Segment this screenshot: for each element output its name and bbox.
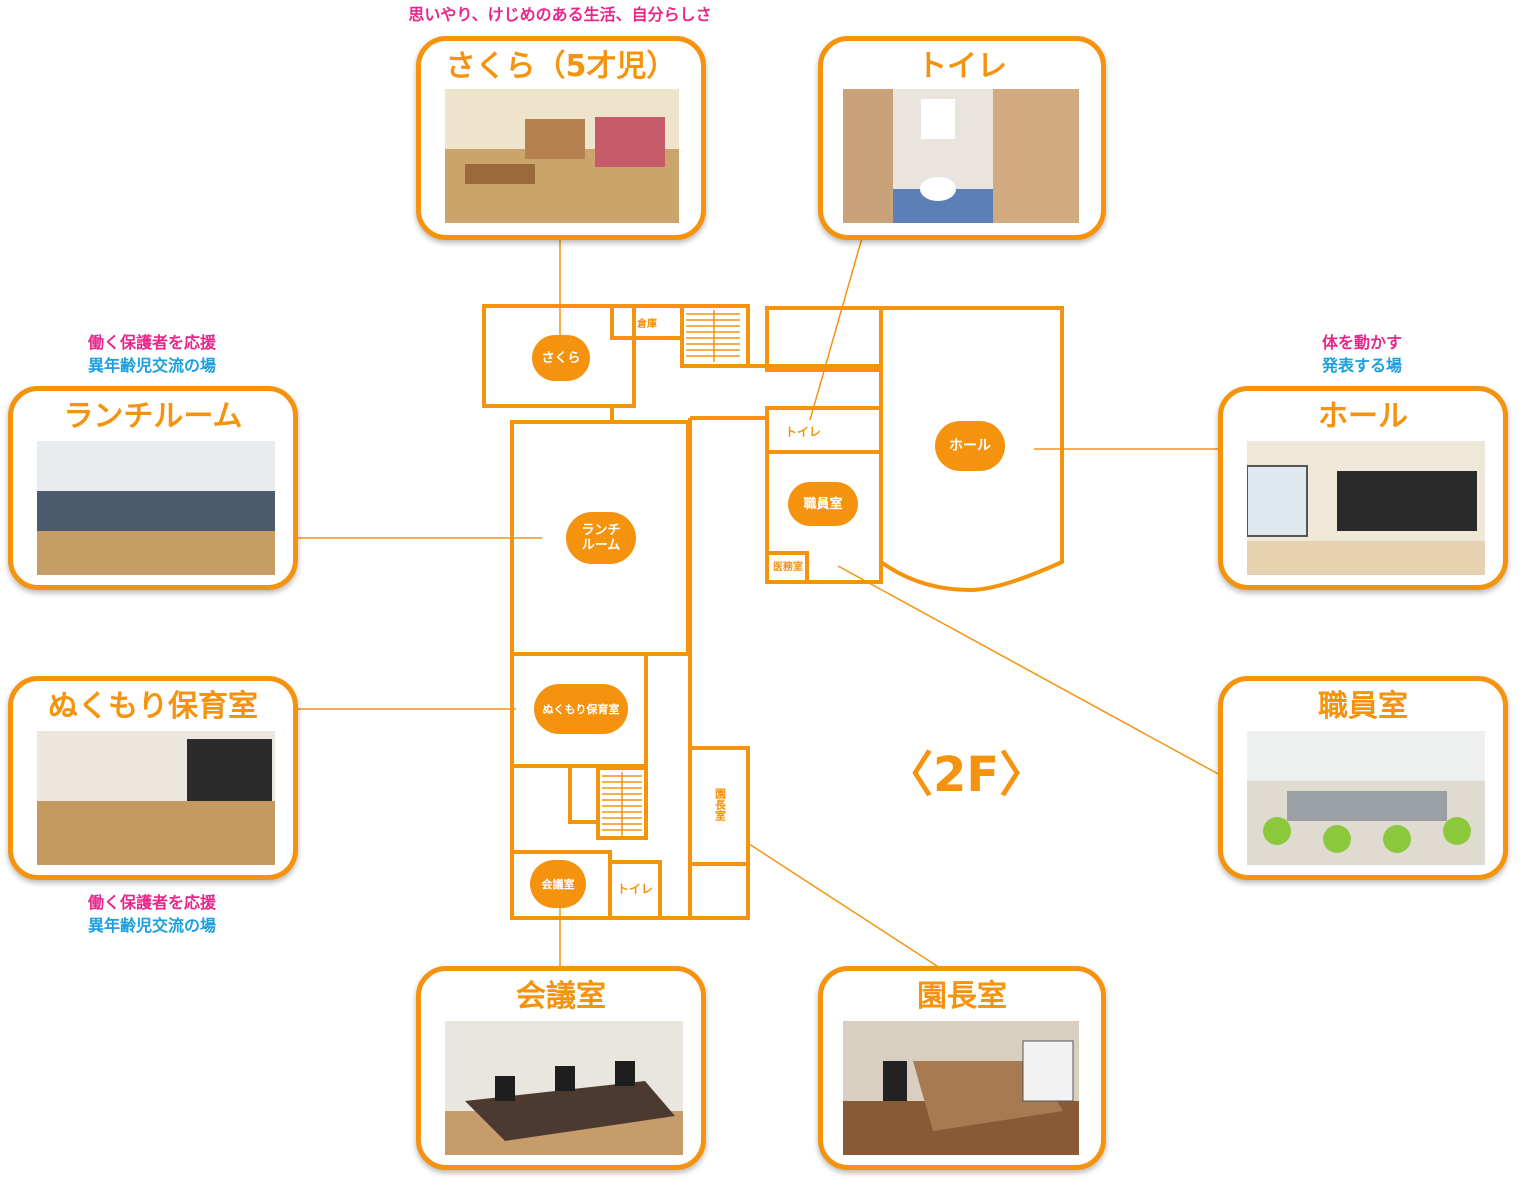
plan-room-hall [879,306,1064,593]
card-title-nukumori: ぬくもり保育室 [48,689,258,724]
card-title-meeting: 会議室 [516,979,606,1014]
card-nukumori: ぬくもり保育室 [8,676,298,880]
plan-label-lunch-line1: ランチ [581,523,621,538]
photo-hall [1247,441,1485,575]
connector-principal [745,841,941,969]
plan-label-clinic: 医務室 [773,561,803,573]
plan-label-storage: 倉庫 [637,318,657,330]
card-staff: 職員室 [1218,676,1508,880]
plan-label-meeting: 会議室 [530,860,586,908]
card-hall: ホール [1218,386,1508,590]
card-title-lunch: ランチルーム [63,399,243,434]
caption-hall-line1: 体を動かす [1321,333,1402,352]
card-title-sakura: さくら（5才児） [445,49,677,84]
card-sakura: さくら（5才児） [416,36,706,240]
photo-toilet [843,89,1079,223]
card-title-principal: 園長室 [917,979,1007,1014]
connector-toilet [809,237,863,421]
plan-label-toilet-upper: トイレ [784,424,821,439]
caption-nukumori-line1: 働く保護者を応援 [87,893,216,912]
caption-sakura: 思いやり、けじめのある生活、自分らしさ [408,5,712,24]
plan-label-principal: 園長室 [713,787,727,821]
caption-nukumori-line2: 異年齢児交流の場 [87,916,216,935]
photo-lunch [37,441,275,575]
card-meeting: 会議室 [416,966,706,1170]
plan-label-sakura: さくら [532,335,590,381]
photo-meeting [445,1021,683,1155]
plan-label-toilet-lower: トイレ [616,881,653,896]
plan-room-toilet-lower [608,860,662,920]
caption-hall-line2: 発表する場 [1321,356,1402,375]
plan-room-sakura [482,304,636,408]
photo-sakura [445,89,679,223]
plan-stairs-upper [680,304,750,368]
plan-room-upper-right [765,306,883,372]
photo-principal [843,1021,1079,1155]
floor-label: 〈2F〉 [885,747,1048,803]
photo-nukumori [37,731,275,865]
plan-label-nukumori: ぬくもり保育室 [534,684,628,734]
card-title-toilet: トイレ [917,49,1007,84]
connector-staff [837,565,1223,777]
card-principal: 園長室 [818,966,1106,1170]
caption-lunch-line1: 働く保護者を応援 [87,333,216,352]
plan-room-clinic [765,551,809,584]
plan-label-hall: ホール [935,421,1005,471]
plan-room-nukumori [510,652,648,768]
card-title-hall: ホール [1318,399,1408,434]
caption-lunch-line2: 異年齢児交流の場 [87,356,216,375]
card-lunch: ランチルーム [8,386,298,590]
photo-staff [1247,731,1485,865]
plan-label-lunch-line2: ルーム [581,538,621,553]
card-toilet: トイレ [818,36,1106,240]
card-title-staff: 職員室 [1318,689,1408,724]
plan-label-lunch: ランチ ルーム [566,512,636,564]
plan-stairs-lower [596,766,648,840]
plan-label-staff: 職員室 [788,482,858,526]
